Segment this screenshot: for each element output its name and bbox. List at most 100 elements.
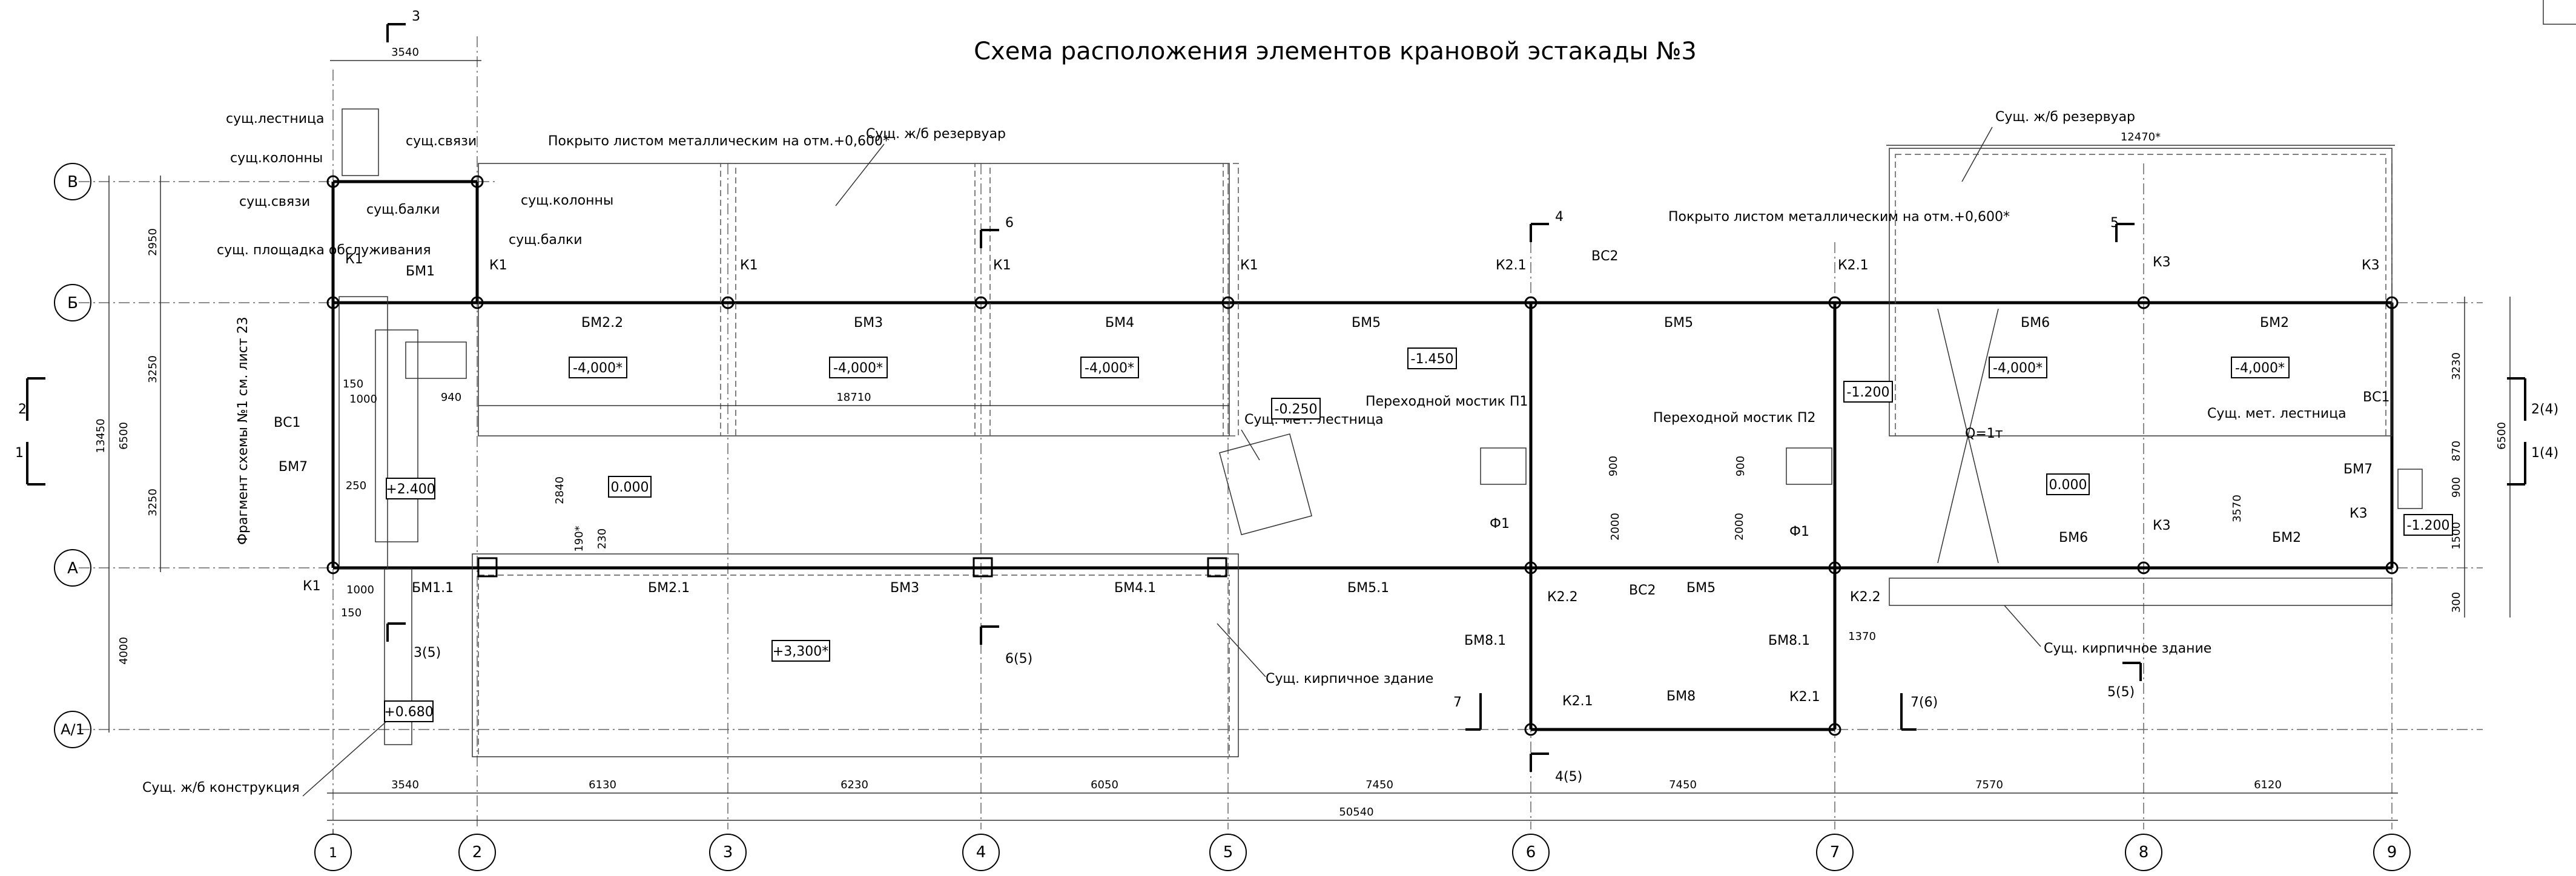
axis-bubbles-y: В Б А А/1 (54, 163, 91, 748)
mark-k3-3: К3 (2153, 518, 2171, 533)
mark-bm4: БМ4 (1105, 315, 1134, 331)
span-6-7: 7450 (1669, 779, 1697, 791)
dim-3230: 3230 (2450, 352, 2463, 380)
level-10: 0.000 (2049, 478, 2087, 493)
dim-900-p1: 900 (1607, 456, 1620, 476)
dim-12470: 12470* (2121, 131, 2161, 143)
dim-18710: 18710 (836, 391, 871, 404)
dim-190: 190* (573, 525, 586, 552)
mark-k22-2: К2.2 (1850, 590, 1881, 605)
axis-y-A: А (67, 559, 78, 578)
level-13: +0.680 (384, 705, 433, 720)
mark-k3-2: К3 (2362, 258, 2380, 273)
span-4-5: 6050 (1091, 779, 1118, 791)
dim-3570: 3570 (2231, 495, 2244, 522)
note-bridge-2: Переходной мостик П2 (1653, 410, 1816, 426)
dim-3540-top: 3540 (391, 46, 419, 59)
level-1: -4,000* (573, 361, 623, 376)
mark-k21-1: К2.1 (1496, 258, 1527, 273)
mark-bm21: БМ2.1 (648, 581, 690, 596)
mark-bm3-a: БМ3 (854, 315, 883, 331)
dim-3250-b: 3250 (147, 489, 159, 516)
axis-x-6: 6 (1526, 843, 1536, 861)
dim-150-top: 150 (343, 378, 363, 390)
dim-2000-a: 2000 (1609, 513, 1622, 541)
note-exist-beams: сущ.балки (366, 202, 440, 217)
mark-bm8: БМ8 (1666, 689, 1696, 704)
dim-2840: 2840 (553, 476, 566, 504)
axis-x-5: 5 (1223, 843, 1234, 861)
level-3: -4,000* (1085, 361, 1134, 376)
total-span: 50540 (1339, 806, 1373, 818)
dim-6500: 6500 (117, 422, 130, 450)
axis-x-8: 8 (2139, 843, 2149, 861)
beams-row-B (331, 180, 2394, 731)
mark-vs2-a: ВС2 (1591, 249, 1618, 264)
note-exist-col2: сущ.колонны (521, 193, 613, 208)
dim-2000-b: 2000 (1733, 513, 1746, 541)
level-marks: -4,000* -4,000* -4,000* -1.450 -1.200 -4… (384, 347, 2453, 722)
mark-bm6-a: БМ6 (2021, 315, 2050, 331)
axis-x-7: 7 (1830, 843, 1840, 861)
axis-y-V: В (67, 173, 78, 191)
span-2-3: 6130 (589, 779, 616, 791)
mark-bm41: БМ4.1 (1114, 581, 1156, 596)
mark-k21-2: К2.1 (1838, 258, 1869, 273)
dimensions-top: 3540 12470* 18710 940 (330, 46, 2395, 406)
axis-x-2: 2 (472, 843, 483, 861)
dim-1000-bottom: 1000 (346, 584, 374, 596)
mark-bm7-a: БМ7 (279, 459, 308, 475)
mark-k1-5: К1 (1240, 258, 1258, 273)
note-exist-stair: сущ.лестница (226, 111, 324, 127)
section-3: 3 (412, 9, 420, 24)
level-6: -4,000* (1993, 361, 2043, 376)
element-marks: К1 К1 К1 К1 К1 К1 К2.1 К2.1 К2.1 К2.1 К2… (274, 249, 2389, 709)
note-crane-capacity: Q=1т (1965, 426, 2003, 441)
note-concrete: Сущ. ж/б конструкция (142, 780, 300, 795)
mark-k3-1: К3 (2153, 255, 2171, 270)
note-reservoir-2: Сущ. ж/б резервуар (1995, 110, 2135, 125)
level-12: +3,300* (773, 644, 828, 659)
dim-4000: 4000 (117, 637, 130, 665)
mark-k3-4: К3 (2350, 506, 2368, 521)
note-exist-ties: сущ.связи (239, 194, 310, 209)
dimension-chain-bottom: 3540 6130 6230 6050 7450 7450 7570 6120 … (327, 779, 2398, 821)
dim-250: 250 (346, 479, 366, 492)
mark-k1-3: К1 (740, 258, 758, 273)
dim-1500: 1500 (2450, 522, 2463, 550)
dim-230: 230 (596, 529, 609, 549)
section-1: 1 (15, 446, 24, 461)
mark-f1-a: Ф1 (1490, 516, 1510, 532)
mark-bm5-b: БМ5 (1664, 315, 1693, 331)
axis-y-A1: А/1 (61, 721, 85, 738)
mark-bm5-c: БМ5 (1686, 581, 1716, 596)
dimensions-left: 2950 3250 3250 4000 6500 13450 2840 190*… (94, 176, 609, 733)
section-4-5: 4(5) (1555, 769, 1582, 785)
level-14: -1.200 (2407, 518, 2450, 533)
dim-1370: 1370 (1848, 630, 1876, 643)
axis-x-1: 1 (329, 846, 337, 861)
span-1-2: 3540 (391, 779, 419, 791)
dim-300: 300 (2450, 592, 2463, 613)
axis-x-4: 4 (976, 843, 986, 861)
mark-k22-1: К2.2 (1547, 590, 1578, 605)
mark-k21-3: К2.1 (1562, 694, 1593, 709)
level-7: -4,000* (2235, 361, 2285, 376)
grid-lines-vertical (332, 36, 2393, 829)
section-2: 2 (18, 402, 27, 417)
section-6-5: 6(5) (1005, 651, 1032, 667)
axis-bubbles-x: 1 2 3 4 5 6 7 8 9 (314, 829, 2411, 871)
mark-vs1-b: ВС1 (2363, 390, 2389, 405)
section-6: 6 (1005, 216, 1014, 231)
note-exist-col: сущ.колонны (230, 151, 323, 166)
span-8-9: 6120 (2254, 779, 2282, 791)
dim-150-bottom: 150 (341, 607, 362, 619)
note-exist-ties2: сущ.связи (406, 134, 477, 149)
dim-900-p2: 900 (1734, 456, 1747, 476)
drawing-title: Схема расположения элементов крановой эс… (974, 38, 1697, 65)
span-7-8: 7570 (1975, 779, 2003, 791)
section-5-5: 5(5) (2107, 685, 2135, 700)
section-1-4: 1(4) (2531, 446, 2558, 461)
column-markers (326, 175, 2399, 736)
note-met-stair-2: Сущ. мет. лестница (2207, 406, 2346, 421)
